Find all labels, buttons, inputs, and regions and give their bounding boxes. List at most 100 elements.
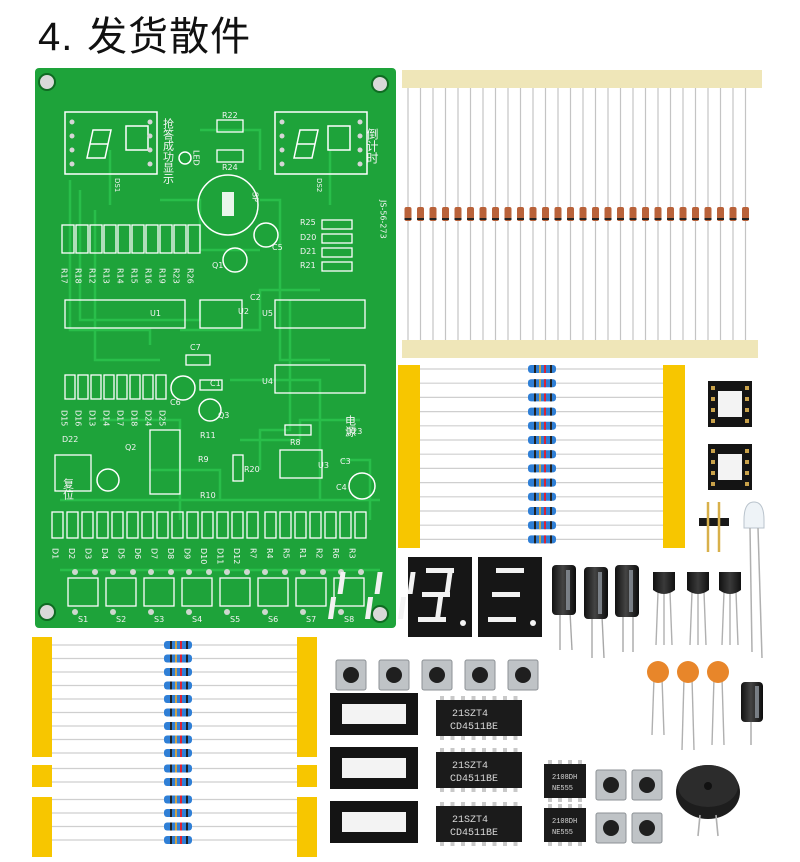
resistor-band <box>175 722 177 730</box>
pcb-label: U4 <box>262 377 273 386</box>
chip2-line1: 21SZT4 <box>452 761 488 772</box>
resistor-band <box>550 507 552 515</box>
diode-body <box>417 207 424 221</box>
diode-band <box>717 218 724 220</box>
resistor-band <box>539 535 541 544</box>
resistor-band <box>534 421 536 430</box>
ne555-chips: 2108DH NE555 2108DH NE555 <box>544 760 586 846</box>
pcb-label: D24 <box>144 410 153 426</box>
resistor-band <box>534 365 536 373</box>
resistor-band <box>550 521 552 530</box>
resistor-band <box>180 668 182 676</box>
resistor-band <box>186 822 188 831</box>
resistor-band <box>544 407 546 416</box>
resistor-band <box>175 735 177 744</box>
pcb-label: R11 <box>200 431 216 440</box>
resistor-tape-left <box>32 637 317 857</box>
resistor-band <box>180 795 182 804</box>
diode-body <box>592 207 599 221</box>
resistor-band <box>180 836 182 844</box>
chip-leg <box>482 748 486 752</box>
pcb-label: D14 <box>102 410 111 426</box>
diode-band <box>554 218 562 220</box>
tactile-button-cap <box>639 820 655 836</box>
chip-leg <box>471 842 476 846</box>
pcb-label: R12 <box>88 268 97 284</box>
chip-leg <box>461 802 465 806</box>
pcb-label: R15 <box>130 268 139 284</box>
resistor-band <box>534 507 536 515</box>
resistor-band <box>550 450 552 459</box>
chip-leg <box>513 842 518 846</box>
resistor-band <box>170 641 172 649</box>
resistor-band <box>186 735 188 744</box>
pcb-label: S5 <box>230 615 240 624</box>
diode-body <box>404 207 412 221</box>
resistor-band <box>186 809 188 817</box>
pcb-label: D22 <box>62 435 78 444</box>
resistor-band <box>534 436 536 444</box>
resistor-band <box>544 393 546 402</box>
countdown-label: 倒计时 <box>365 128 379 164</box>
chip-leg <box>461 788 465 792</box>
chip3-line1: 21SZT4 <box>452 815 488 826</box>
diode-band <box>729 218 737 220</box>
pcb-label: R26 <box>186 268 195 284</box>
diode-body <box>679 207 687 221</box>
resistor-band <box>534 492 536 501</box>
resistor-band <box>539 492 541 501</box>
heading-number: 4. <box>38 15 74 59</box>
diode-body <box>454 207 462 221</box>
pcb-label: R5 <box>282 548 291 559</box>
pcb-label: D9 <box>183 548 192 559</box>
resistor-band <box>170 722 172 730</box>
tactile-button-cap <box>472 667 488 683</box>
chip-leg <box>450 788 455 792</box>
resistor-band <box>550 535 552 544</box>
resistor-band <box>180 735 182 744</box>
pcb-label: R17 <box>60 268 69 284</box>
pcb-label: R4 <box>265 548 274 559</box>
chip-leg <box>450 802 455 806</box>
pcb-label: U5 <box>262 309 273 318</box>
resistor-band <box>186 641 188 649</box>
resistor-band <box>550 393 552 402</box>
resistor-band <box>170 735 172 744</box>
diode-band <box>579 218 587 220</box>
pcb-label: Q3 <box>218 411 229 420</box>
pcb-label: D6 <box>133 548 142 559</box>
resistor-band <box>544 365 546 373</box>
diode-body <box>517 207 524 221</box>
board-id-label: JS-56-273 <box>379 199 388 239</box>
resistor-band <box>550 421 552 430</box>
diode-body <box>729 207 737 221</box>
pcb-label: R10 <box>200 491 216 500</box>
resistor-band <box>186 654 188 663</box>
pcb-label: D2 <box>67 548 76 559</box>
resistor-band <box>534 535 536 544</box>
resistor-band <box>539 464 541 473</box>
resistor-band <box>544 464 546 473</box>
diode-body <box>604 207 612 221</box>
resistor-band <box>544 421 546 430</box>
resistor-band <box>175 795 177 804</box>
resistor-band <box>544 478 546 487</box>
pcb-label: R19 <box>158 268 167 284</box>
pcb-label: C2 <box>250 293 261 302</box>
diode-band <box>517 218 524 220</box>
resistor-band <box>539 421 541 430</box>
diode-body <box>429 207 437 221</box>
resistor-band <box>180 654 182 663</box>
resistor-band <box>175 836 177 844</box>
resistor-band <box>175 708 177 717</box>
chip-leg <box>503 748 507 752</box>
resistor-band <box>175 809 177 817</box>
pin-header <box>699 502 729 552</box>
pcb-label: S3 <box>154 615 164 624</box>
chip-leg <box>471 696 476 700</box>
ne555-1-line2: NE555 <box>552 785 573 793</box>
